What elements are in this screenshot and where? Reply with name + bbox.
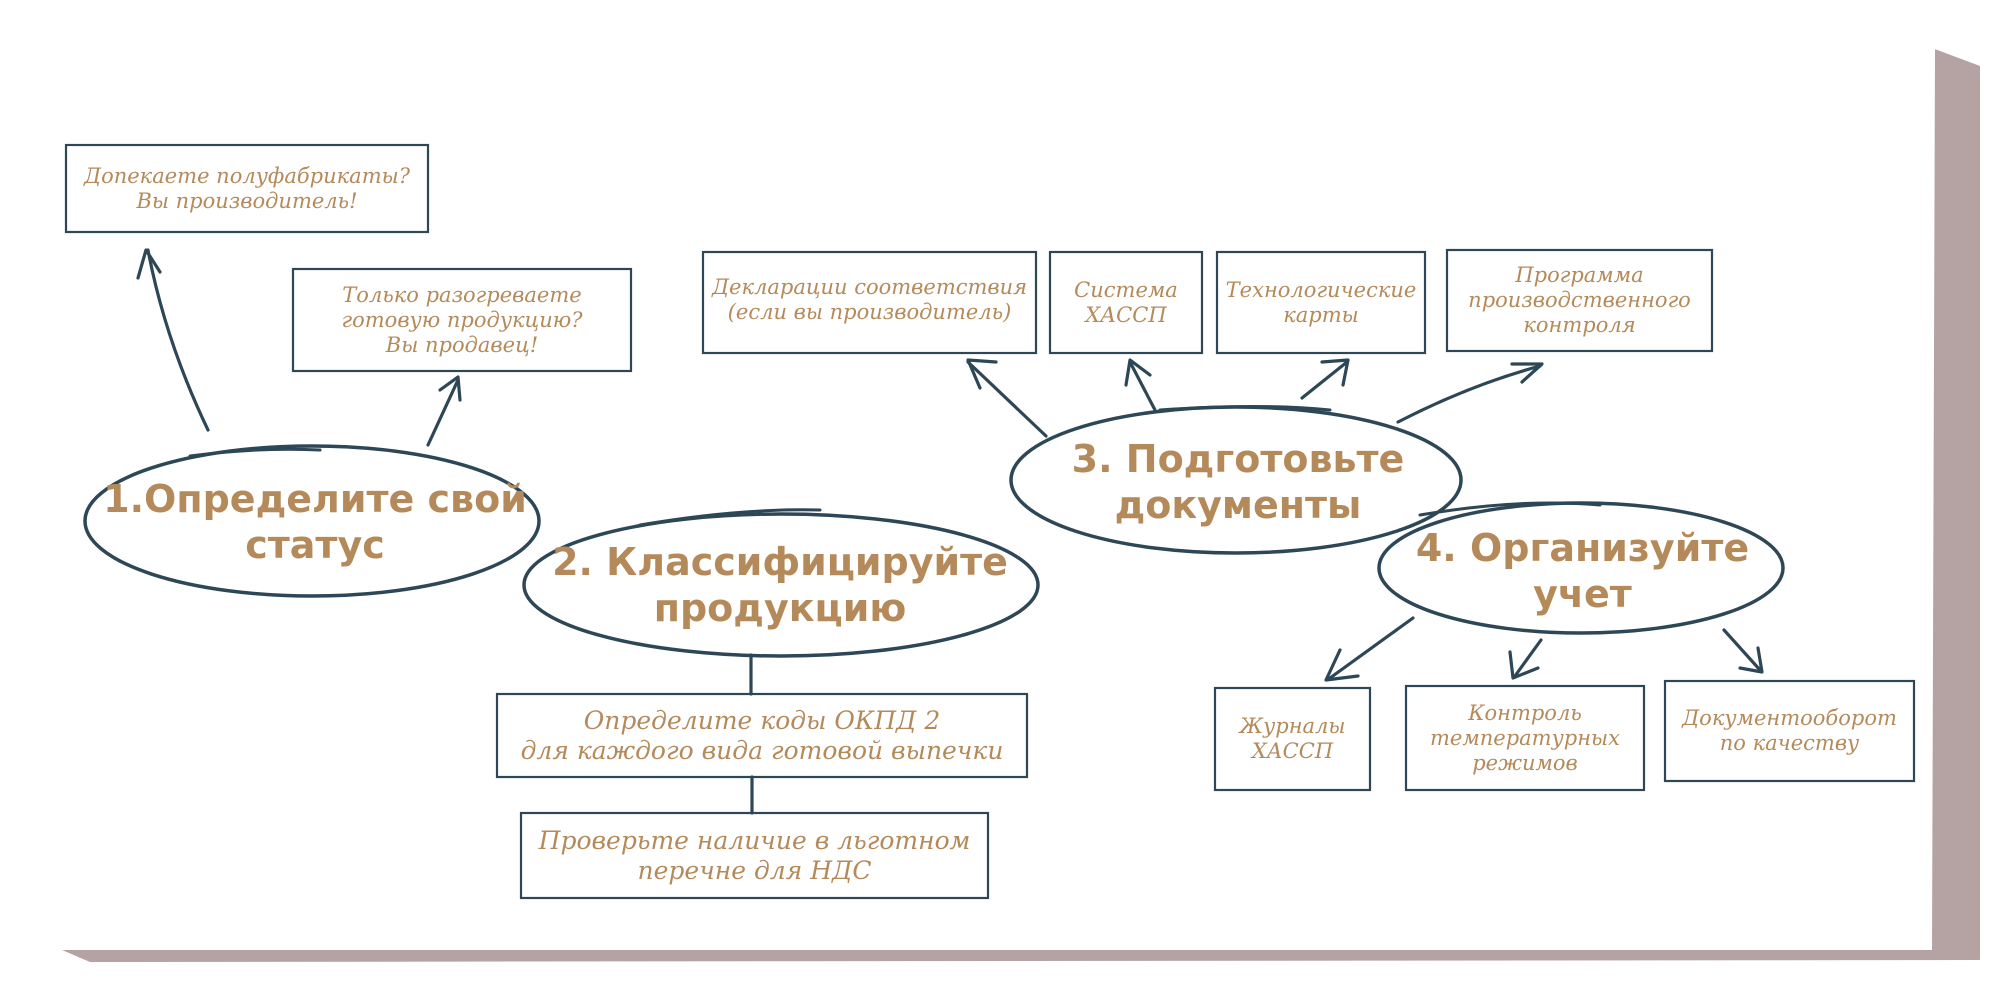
record-temperature-line-1: Контроль (1468, 700, 1582, 725)
doc-haccp-text: Система ХАССП (1050, 252, 1202, 353)
doc-control-program-line-2: производственного (1468, 288, 1691, 312)
box-record-journals (1213, 686, 1372, 792)
record-docflow-line-1: Документооборот (1682, 706, 1897, 730)
box-doc-haccp (1048, 250, 1204, 355)
classify-okpd-line-1: Определите коды ОКПД 2 (583, 705, 941, 735)
step-3-title: 3. Подготовьте документы (1018, 432, 1458, 532)
step-4-title: 4. Организуйте учет (1385, 523, 1780, 618)
step-1-title: 1.Определите свой статус (95, 472, 535, 572)
box-classify-vat (519, 811, 990, 900)
classify-okpd-text: Определите коды ОКПД 2 для каждого вида … (497, 694, 1027, 777)
step-2-title: 2. Классифицируйте продукцию (535, 535, 1025, 635)
doc-control-program-line-3: контроля (1523, 313, 1636, 337)
step-2-title-line-2: продукцию (653, 586, 907, 630)
status-seller-line-1: Только разогреваете (342, 282, 582, 307)
step-3-title-line-2: документы (1114, 483, 1362, 527)
box-status-seller (291, 267, 633, 373)
doc-tech-cards-text: Технологические карты (1217, 252, 1425, 353)
arrow-step3-to-haccp (1124, 358, 1157, 412)
box-doc-control-program (1445, 248, 1714, 353)
step-4-title-line-2: учет (1533, 571, 1632, 616)
step-1-title-line-1: 1.Определите свой (103, 477, 527, 521)
doc-declarations-text: Декларации соответствия (если вы произво… (703, 252, 1036, 347)
ellipse-step-2 (522, 512, 1040, 658)
doc-declarations-line-2: (если вы производитель) (727, 299, 1012, 324)
status-seller-line-3: Вы продавец! (385, 332, 539, 357)
doc-control-program-text: Программа производственного контроля (1447, 250, 1712, 351)
ellipse-step-1-tail (188, 447, 322, 458)
box-record-temperature (1404, 684, 1646, 792)
ellipse-step-1 (83, 444, 541, 598)
status-producer-line-1: Допекаете полуфабрикаты? (84, 163, 410, 188)
arrow-step3-to-tech-cards (1300, 358, 1350, 400)
doc-haccp-line-2: ХАССП (1085, 302, 1167, 327)
doc-declarations-line-1: Декларации соответствия (711, 274, 1028, 299)
arrow-step4-to-journals (1324, 616, 1415, 682)
step-4-title-line-1: 4. Организуйте (1415, 525, 1750, 570)
classify-vat-line-1: Проверьте наличие в льготном (538, 825, 971, 855)
doc-tech-cards-line-2: карты (1283, 302, 1359, 327)
step-1-title-line-2: статус (245, 523, 385, 567)
box-classify-okpd (495, 692, 1029, 779)
classify-vat-text: Проверьте наличие в льготном перечне для… (521, 813, 988, 898)
record-journals-text: Журналы ХАССП (1215, 688, 1370, 790)
ellipse-step-4-tail (1418, 501, 1602, 517)
arrow-step4-to-temperature (1508, 638, 1543, 680)
arrow-step4-to-docflow (1722, 628, 1764, 674)
record-temperature-text: Контроль температурных режимов (1406, 686, 1644, 790)
record-docflow-line-2: по качеству (1719, 731, 1860, 755)
page-shadow-bottom (62, 950, 1980, 962)
record-docflow-text: Документооборот по качеству (1665, 681, 1914, 781)
classify-vat-line-2: перечне для НДС (637, 855, 872, 885)
record-journals-line-2: ХАССП (1251, 739, 1334, 763)
box-doc-tech-cards (1215, 250, 1427, 355)
box-doc-declarations (701, 250, 1038, 355)
status-seller-line-2: готовую продукцию? (341, 307, 583, 332)
record-temperature-line-3: режимов (1472, 750, 1578, 775)
record-temperature-line-2: температурных (1430, 725, 1620, 750)
step-2-title-line-1: 2. Классифицируйте (552, 540, 1008, 584)
arrow-step1-to-seller (426, 375, 462, 447)
doc-tech-cards-line-1: Технологические (1225, 277, 1417, 302)
status-seller-text: Только разогреваете готовую продукцию? В… (293, 269, 631, 371)
doc-haccp-line-1: Система (1074, 277, 1178, 302)
box-record-docflow (1663, 679, 1916, 783)
ellipse-step-3-tail (1158, 405, 1332, 412)
classify-okpd-line-2: для каждого вида готовой выпечки (520, 735, 1004, 765)
arrow-step3-to-control-program (1396, 362, 1544, 424)
status-producer-line-2: Вы производитель! (136, 188, 358, 213)
arrow-step1-to-producer (136, 248, 210, 432)
status-producer-text: Допекаете полуфабрикаты? Вы производител… (66, 145, 428, 232)
doc-control-program-line-1: Программа (1515, 263, 1644, 287)
page-sheet (60, 48, 1935, 950)
box-status-producer (64, 143, 430, 234)
arrow-step3-to-declarations (966, 358, 1048, 438)
record-journals-line-1: Журналы (1239, 714, 1346, 738)
ellipse-step-2-tail (638, 508, 822, 527)
step-3-title-line-1: 3. Подготовьте (1071, 437, 1405, 481)
page-shadow-right (1932, 48, 1980, 960)
